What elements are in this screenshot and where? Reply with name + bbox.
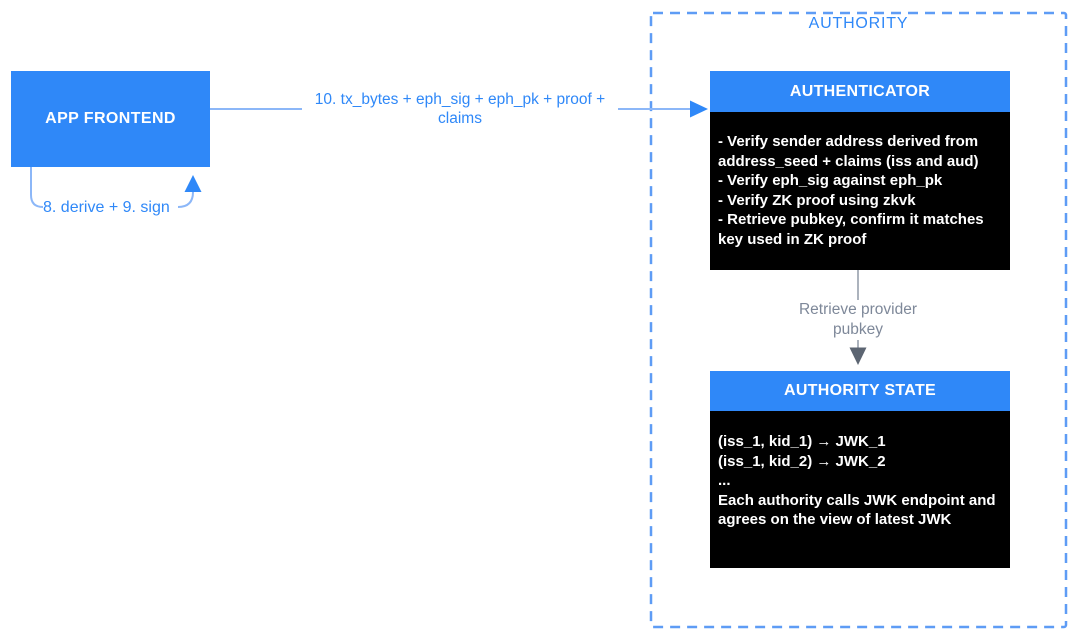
authenticator-body-line: address_seed + claims (iss and aud) — [718, 152, 979, 170]
authenticator-body-line: - Verify ZK proof using zkvk — [718, 191, 916, 209]
self-loop-arrowhead-icon — [184, 175, 202, 192]
authenticator-title: AUTHENTICATOR — [710, 71, 1010, 112]
authenticator-body: - Verify sender address derived from add… — [710, 112, 1010, 270]
authority-state-title: AUTHORITY STATE — [710, 371, 1010, 411]
authority-state-body-line: agrees on the view of latest JWK — [718, 511, 952, 528]
authenticator-node: AUTHENTICATOR - Verify sender address de… — [710, 71, 1010, 270]
main-arrow-label: 10. tx_bytes + eph_sig + eph_pk + proof … — [302, 91, 618, 128]
authority-state-body: (iss_1, kid_1) → JWK_1 (iss_1, kid_2) → … — [710, 411, 1010, 568]
app-frontend-label: APP FRONTEND — [45, 110, 176, 127]
authenticator-body-line: - Verify eph_sig against eph_pk — [718, 172, 943, 189]
retrieve-arrow-label: Retrieve provider pubkey — [778, 300, 938, 340]
authority-state-body-line: (iss_1, kid_1) → JWK_1 — [718, 433, 886, 450]
authenticator-body-line: key used in ZK proof — [718, 230, 867, 248]
authority-container-border — [649, 11, 1068, 629]
retrieve-arrow-label-line1: Retrieve provider — [798, 301, 918, 318]
main-arrow-label-line2: claims — [438, 109, 482, 127]
authority-state-node: AUTHORITY STATE (iss_1, kid_1) → JWK_1 (… — [710, 371, 1010, 568]
authenticator-body-line: - Verify sender address derived from — [718, 133, 979, 150]
self-loop-label: 8. derive + 9. sign — [43, 198, 170, 217]
app-frontend-node: APP FRONTEND — [11, 71, 210, 167]
self-loop-left-curve — [30, 167, 44, 208]
authority-state-body-line: ... — [718, 472, 731, 489]
self-loop-right-curve — [177, 191, 194, 208]
main-arrowhead-icon — [690, 100, 708, 118]
main-arrow-label-line1: 10. tx_bytes + eph_sig + eph_pk + proof … — [314, 91, 606, 108]
authority-state-body-line: Each authority calls JWK endpoint and — [718, 491, 996, 509]
authenticator-body-line: - Retrieve pubkey, confirm it matches — [718, 211, 984, 228]
retrieve-arrowhead-icon — [849, 347, 867, 365]
retrieve-arrow-label-line2: pubkey — [833, 321, 883, 338]
authority-state-body-line: (iss_1, kid_2) → JWK_2 — [718, 452, 886, 470]
authority-container-label: AUTHORITY — [808, 15, 909, 32]
